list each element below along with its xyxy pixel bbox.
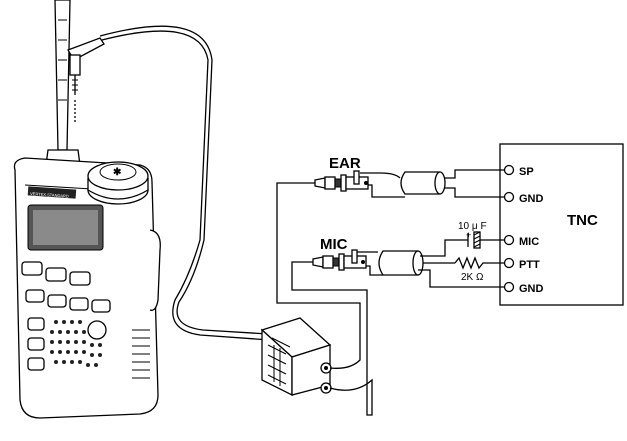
radio-cable <box>101 30 271 341</box>
pin-gnd-bottom <box>503 281 515 293</box>
pin-gnd-top <box>503 191 515 203</box>
capacitor-polarity: + <box>466 230 471 240</box>
capacitor <box>467 231 505 249</box>
side-button <box>149 229 161 311</box>
tnc-label: TNC <box>567 212 598 229</box>
mic-label: MIC <box>320 236 348 253</box>
svg-text:✱: ✱ <box>113 167 122 178</box>
pin-ptt-label: PTT <box>519 259 540 271</box>
capacitor-label: 10 μ F <box>458 221 487 232</box>
keypad <box>21 261 150 379</box>
pin-mic <box>503 234 515 246</box>
mic-cable <box>357 239 505 288</box>
radio-plug <box>67 37 105 122</box>
volume-knob: ✱ <box>87 161 149 205</box>
resistor <box>454 256 505 270</box>
pin-gnd-bottom-label: GND <box>519 283 544 295</box>
adapter-wiring <box>276 182 373 416</box>
handheld-radio: ✱ VERTEX STANDARD <box>13 0 161 419</box>
pin-mic-label: MIC <box>519 236 539 248</box>
tnc-pins: SP GND MIC PTT GND <box>503 164 544 295</box>
tnc-box: TNC <box>499 143 624 306</box>
pin-ptt <box>503 257 515 269</box>
ear-cable <box>360 169 505 198</box>
radio-brand: VERTEX STANDARD <box>30 191 69 199</box>
mic-plug <box>312 249 367 271</box>
ear-label: EAR <box>329 155 361 172</box>
pin-sp <box>503 164 515 176</box>
pin-sp-label: SP <box>519 166 534 178</box>
resistor-label: 2K Ω <box>461 272 484 283</box>
pin-gnd-top-label: GND <box>519 193 544 205</box>
ear-plug <box>314 170 369 192</box>
adapter-block <box>260 317 332 397</box>
